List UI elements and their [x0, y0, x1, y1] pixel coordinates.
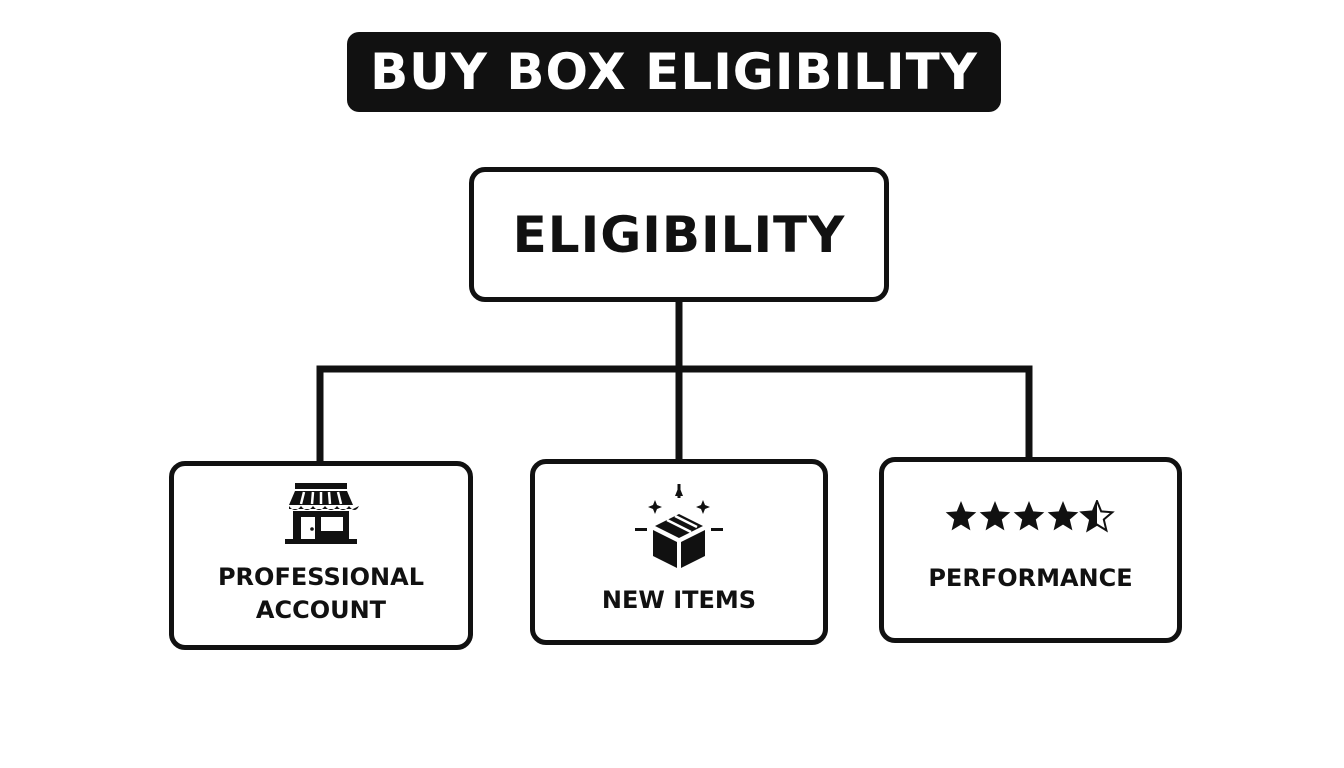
child-label-new-items: NEW ITEMS [601, 585, 757, 614]
child-node-new-items: NEW ITEMS [530, 459, 828, 645]
root-node: ELIGIBILITY [469, 167, 889, 302]
star-rating-icon [945, 499, 1117, 538]
title-banner: BUY BOX ELIGIBILITY [347, 32, 1001, 112]
child-node-professional-account: PROFESSIONAL ACCOUNT [169, 461, 473, 650]
root-label: ELIGIBILITY [512, 205, 846, 264]
child-node-performance: PERFORMANCE [879, 457, 1182, 643]
diagram-title: BUY BOX ELIGIBILITY [370, 43, 978, 101]
child-label-professional-account: PROFESSIONAL ACCOUNT [217, 562, 425, 624]
storefront-icon [283, 479, 359, 551]
new-box-icon [631, 483, 727, 574]
child-label-performance: PERFORMANCE [928, 563, 1133, 592]
connector-bus [316, 365, 1033, 463]
